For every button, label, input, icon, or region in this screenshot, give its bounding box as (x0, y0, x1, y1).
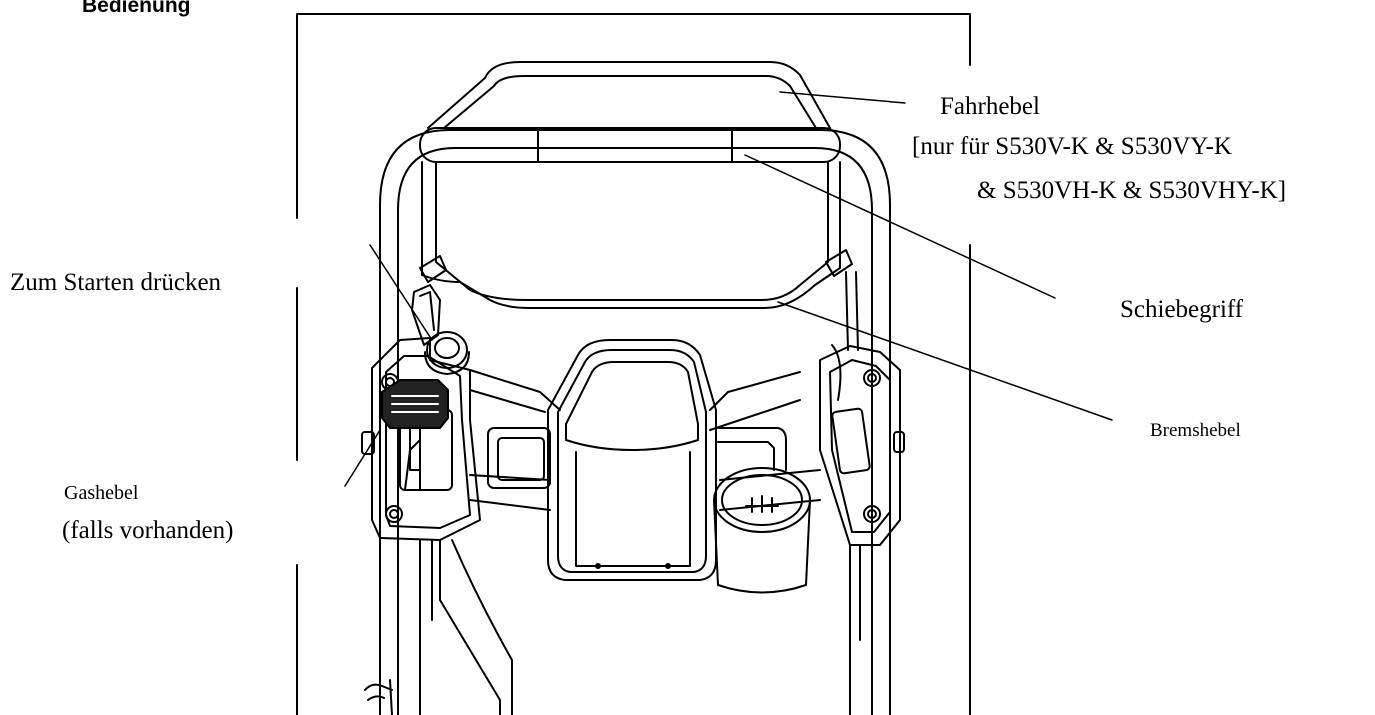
lower-frame (364, 539, 861, 715)
left-arm-slot (487, 427, 551, 489)
outer-handle-frame (379, 129, 891, 715)
figure-frame (296, 13, 971, 715)
throttle-lever-note: (falls vorhanden) (62, 517, 234, 544)
start-button-label: Zum Starten drücken (10, 269, 222, 296)
brake-lever (419, 161, 853, 309)
right-arm-slot (717, 427, 787, 471)
throttle-lever-label: Gashebel (64, 482, 139, 504)
drive-lever-models-line1: [nur für S530V-K & S530VY-K (912, 133, 1232, 160)
drive-lever-models-line2: & S530VH-K & S530VHY-K] (977, 177, 1287, 204)
drive-lever-label: Fahrhebel (940, 93, 1040, 120)
throttle-lever (381, 379, 449, 471)
leader-lines (344, 91, 1113, 487)
center-cover (547, 339, 717, 581)
cup-holder (713, 467, 811, 594)
push-handle (419, 127, 841, 163)
push-handle-label: Schiebegriff (1120, 296, 1244, 323)
section-heading: Bedienung (82, 0, 191, 17)
left-control-panel (361, 337, 481, 541)
drive-lever (427, 61, 831, 129)
right-control-panel (819, 344, 905, 546)
right-cable (845, 271, 859, 351)
brake-lever-label: Bremshebel (1150, 420, 1241, 441)
